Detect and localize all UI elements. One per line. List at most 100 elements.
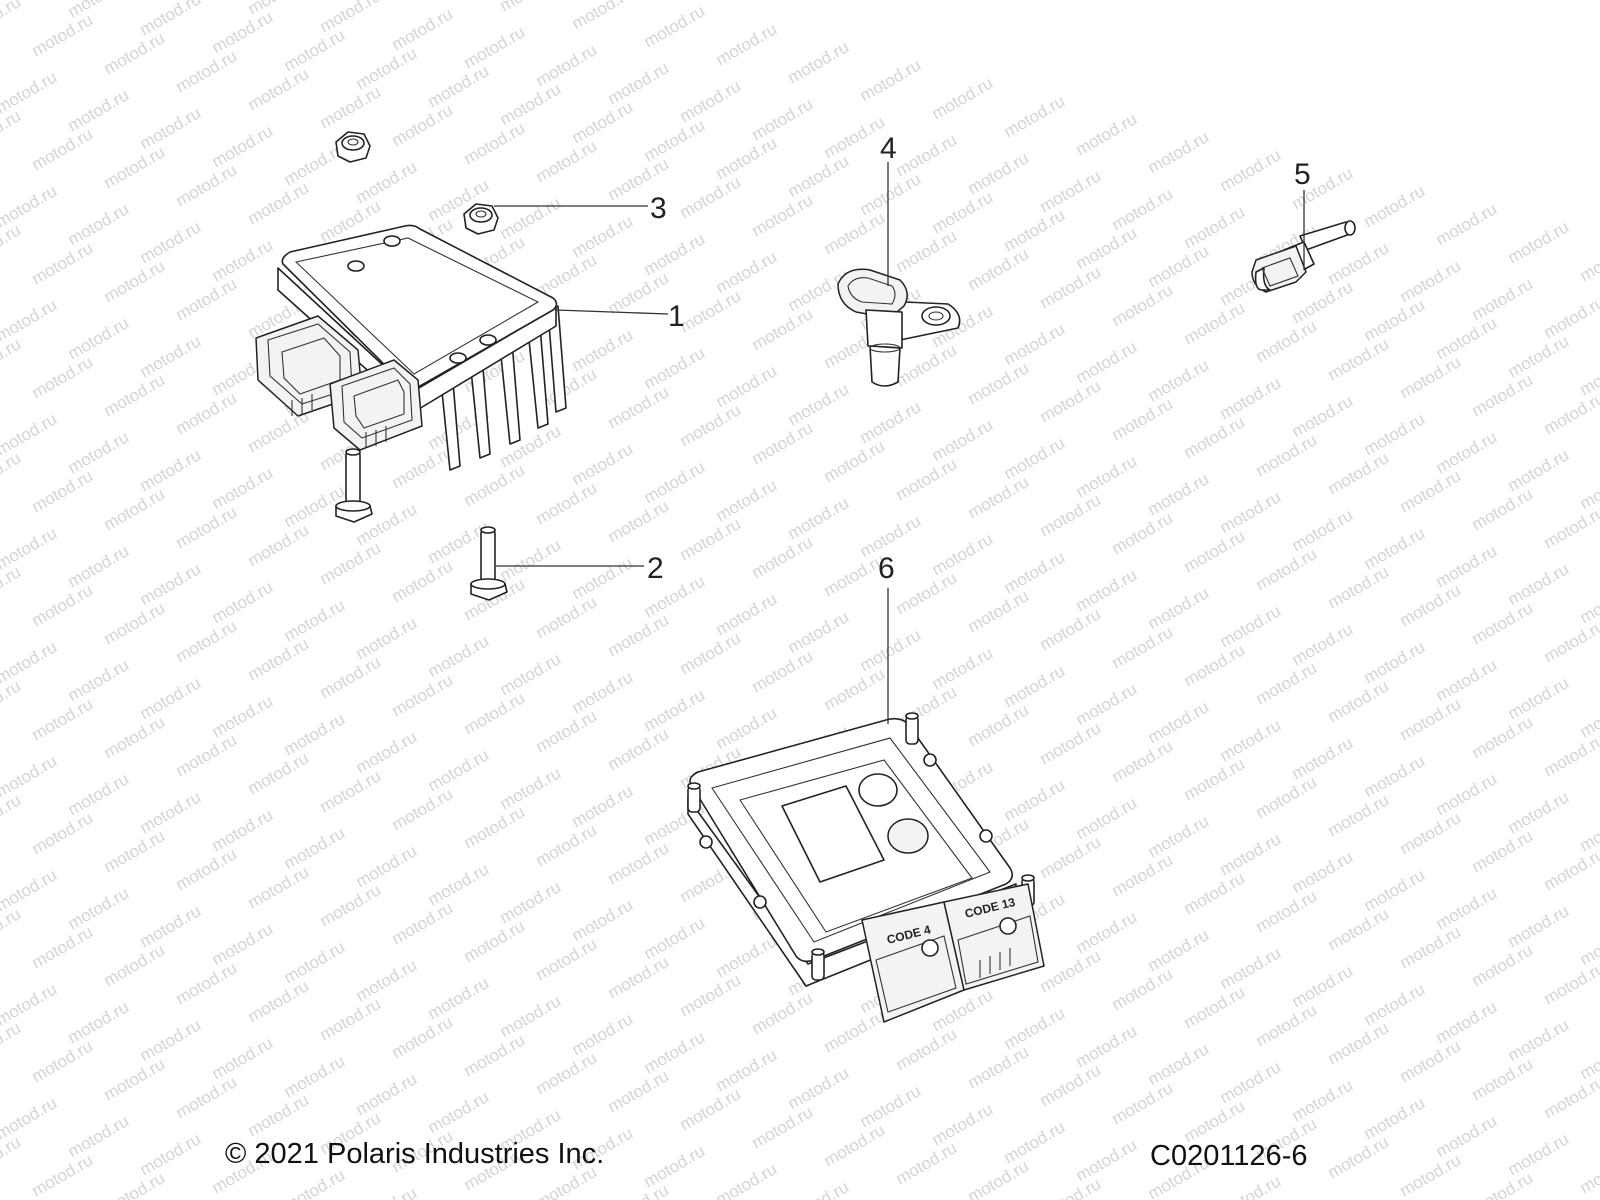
watermark-text: motod.ru xyxy=(677,970,745,1020)
watermark-text: motod.ru xyxy=(677,514,745,564)
watermark-text: motod.ru xyxy=(1577,1147,1600,1197)
watermark-text: motod.ru xyxy=(569,211,637,261)
watermark-text: motod.ru xyxy=(533,934,601,984)
watermark-text: motod.ru xyxy=(677,172,745,222)
watermark-text: motod.ru xyxy=(1541,1072,1600,1122)
watermark-text: motod.ru xyxy=(1073,1021,1141,1071)
watermark-text: motod.ru xyxy=(533,820,601,870)
watermark-text: motod.ru xyxy=(353,1183,421,1200)
watermark-text: motod.ru xyxy=(1397,808,1465,858)
watermark-text: motod.ru xyxy=(1469,484,1537,534)
watermark-text: motod.ru xyxy=(1505,673,1573,723)
watermark-text: motod.ru xyxy=(1217,943,1285,993)
watermark-text: motod.ru xyxy=(533,136,601,186)
watermark-text: motod.ru xyxy=(785,493,853,543)
watermark-text: motod.ru xyxy=(353,43,421,93)
watermark-text: motod.ru xyxy=(29,1150,97,1200)
watermark-text: motod.ru xyxy=(137,0,205,39)
watermark-text: motod.ru xyxy=(569,439,637,489)
watermark-text: motod.ru xyxy=(1253,658,1321,708)
watermark-text: motod.ru xyxy=(1001,91,1069,141)
watermark-text: motod.ru xyxy=(1073,223,1141,273)
watermark-text: motod.ru xyxy=(893,226,961,276)
watermark-text: motod.ru xyxy=(785,1177,853,1200)
watermark-text: motod.ru xyxy=(857,1081,925,1131)
watermark-text: motod.ru xyxy=(569,895,637,945)
watermark-text: motod.ru xyxy=(353,727,421,777)
watermark-text: motod.ru xyxy=(1145,355,1213,405)
watermark-text: motod.ru xyxy=(209,463,277,513)
watermark-text: motod.ru xyxy=(173,388,241,438)
watermark-text: motod.ru xyxy=(785,607,853,657)
watermark-text: motod.ru xyxy=(1037,166,1105,216)
watermark-text: motod.ru xyxy=(65,655,133,705)
watermark-text: motod.ru xyxy=(1001,319,1069,369)
watermark-text: motod.ru xyxy=(137,103,205,153)
watermark-text: motod.ru xyxy=(137,1015,205,1065)
vent-plug-icon xyxy=(858,773,929,854)
watermark-text: motod.ru xyxy=(137,901,205,951)
watermark-text: motod.ru xyxy=(1469,940,1537,990)
watermark-text: motod.ru xyxy=(29,580,97,630)
watermark-text: motod.ru xyxy=(1541,502,1600,552)
watermark-text: motod.ru xyxy=(137,559,205,609)
callout-1: 1 xyxy=(555,300,685,333)
watermark-text: motod.ru xyxy=(1361,865,1429,915)
watermark-text: motod.ru xyxy=(605,1180,673,1200)
watermark-text: motod.ru xyxy=(713,931,781,981)
callout-3: 3 xyxy=(494,192,667,225)
watermark-text: motod.ru xyxy=(533,1048,601,1098)
watermark-text: motod.ru xyxy=(209,235,277,285)
watermark-text: motod.ru xyxy=(1109,508,1177,558)
watermark-text: motod.ru xyxy=(1253,772,1321,822)
watermark-text: motod.ru xyxy=(1253,1000,1321,1050)
watermark-text: motod.ru xyxy=(713,589,781,639)
watermark-text: motod.ru xyxy=(1217,373,1285,423)
watermark-text: motod.ru xyxy=(749,532,817,582)
watermark-text: motod.ru xyxy=(29,352,97,402)
watermark-text: motod.ru xyxy=(1469,598,1537,648)
watermark-text: motod.ru xyxy=(821,1120,889,1170)
watermark-text: motod.ru xyxy=(0,790,24,840)
watermark-text: motod.ru xyxy=(425,973,493,1023)
watermark-text: motod.ru xyxy=(749,988,817,1038)
watermark-text: motod.ru xyxy=(245,862,313,912)
watermark-text: motod.ru xyxy=(1433,883,1501,933)
watermark-text: motod.ru xyxy=(1325,448,1393,498)
watermark-text: motod.ru xyxy=(173,46,241,96)
watermark-text: motod.ru xyxy=(1217,1057,1285,1107)
watermark-text: motod.ru xyxy=(1433,655,1501,705)
callout-number: 3 xyxy=(650,192,667,225)
watermark-text: motod.ru xyxy=(137,1129,205,1179)
watermark-text: motod.ru xyxy=(1505,901,1573,951)
watermark-text: motod.ru xyxy=(1325,676,1393,726)
watermark-text: motod.ru xyxy=(569,667,637,717)
watermark-text: motod.ru xyxy=(1037,604,1105,654)
watermark-text: motod.ru xyxy=(605,58,673,108)
watermark-text: motod.ru xyxy=(713,247,781,297)
watermark-text: motod.ru xyxy=(1217,145,1285,195)
watermark-text: motod.ru xyxy=(821,208,889,258)
watermark-text: motod.ru xyxy=(605,1066,673,1116)
watermark-text: motod.ru xyxy=(0,562,24,612)
watermark-text: motod.ru xyxy=(533,706,601,756)
watermark-text: motod.ru xyxy=(101,484,169,534)
watermark-text: motod.ru xyxy=(209,919,277,969)
watermark-text: motod.ru xyxy=(1361,1093,1429,1143)
watermark-text: motod.ru xyxy=(641,1141,709,1191)
watermark-text: motod.ru xyxy=(1289,391,1357,441)
watermark-text: motod.ru xyxy=(0,676,24,726)
watermark-text: motod.ru xyxy=(785,379,853,429)
copyright-text: © 2021 Polaris Industries Inc. xyxy=(225,1138,605,1170)
watermark-text: motod.ru xyxy=(821,664,889,714)
watermark-text: motod.ru xyxy=(281,25,349,75)
watermark-text: motod.ru xyxy=(821,436,889,486)
watermark-text: motod.ru xyxy=(245,178,313,228)
watermark-text: motod.ru xyxy=(713,703,781,753)
watermark-text: motod.ru xyxy=(1361,295,1429,345)
watermark-text: motod.ru xyxy=(1397,352,1465,402)
callout-6: 6 xyxy=(878,552,895,724)
watermark-text: motod.ru xyxy=(1541,388,1600,438)
watermark-text: motod.ru xyxy=(1433,313,1501,363)
